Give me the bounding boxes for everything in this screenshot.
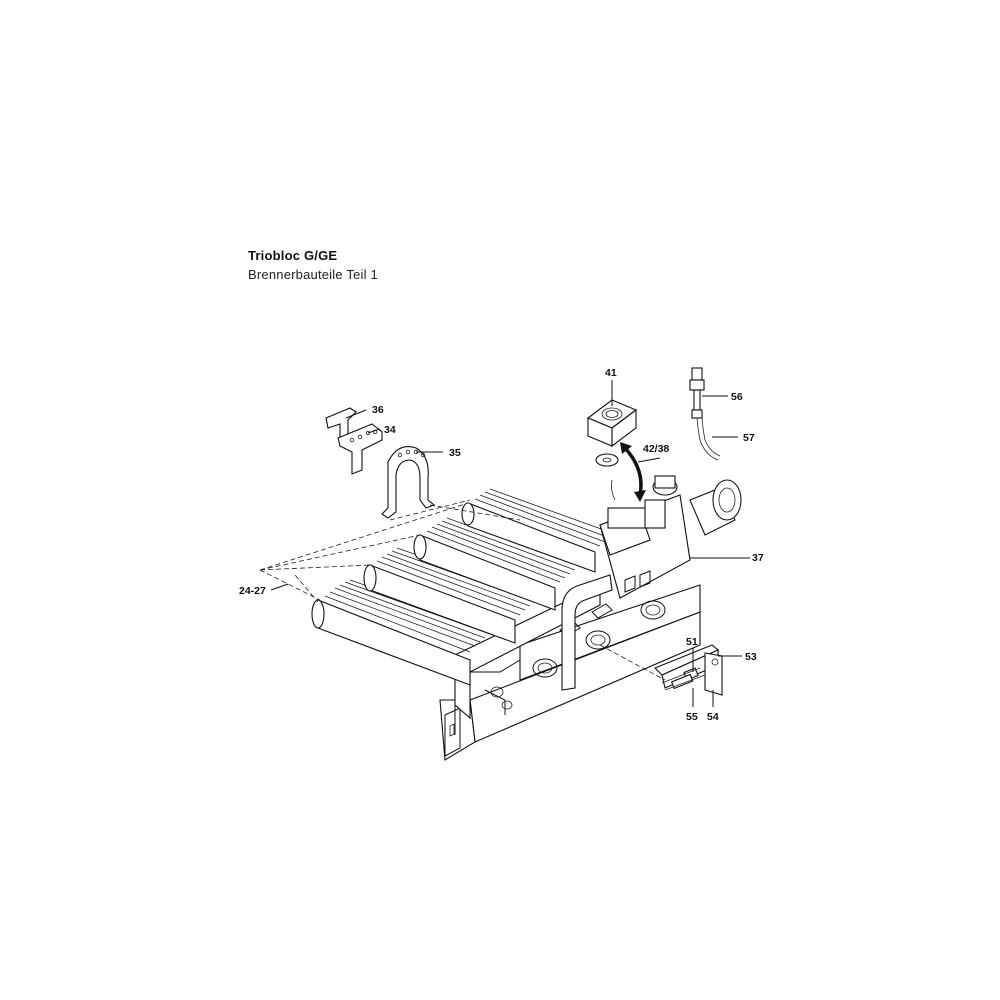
callout-37: 37 xyxy=(752,552,764,564)
seal-42-38 xyxy=(595,453,619,467)
gas-valve-assembly xyxy=(599,475,742,599)
bracket-35 xyxy=(381,446,436,519)
gas-supply-pipe xyxy=(561,574,613,691)
callout-36: 36 xyxy=(372,404,384,416)
callout-57: 57 xyxy=(743,432,755,444)
callout-51: 51 xyxy=(686,636,698,648)
assembly-lines xyxy=(259,499,666,681)
diagram-title: Triobloc G/GE xyxy=(248,248,338,263)
callout-56: 56 xyxy=(731,391,743,403)
callout-24-27: 24-27 xyxy=(239,585,266,597)
diagram-subtitle: Brennerbauteile Teil 1 xyxy=(248,267,378,282)
callout-35: 35 xyxy=(449,447,461,459)
valve-coil-41 xyxy=(586,399,638,448)
plate-34 xyxy=(337,423,383,475)
leader-lines xyxy=(270,380,750,707)
callout-42-38: 42/38 xyxy=(643,443,669,455)
callout-55: 55 xyxy=(686,711,698,723)
callout-54: 54 xyxy=(707,711,719,723)
callout-41: 41 xyxy=(605,367,617,379)
thermocouple-56 xyxy=(689,367,721,461)
callout-53: 53 xyxy=(745,651,757,663)
ignition-assembly xyxy=(654,644,723,696)
fitting-arrow xyxy=(620,442,646,502)
burner-tubes xyxy=(311,488,616,686)
callout-34: 34 xyxy=(384,424,396,436)
